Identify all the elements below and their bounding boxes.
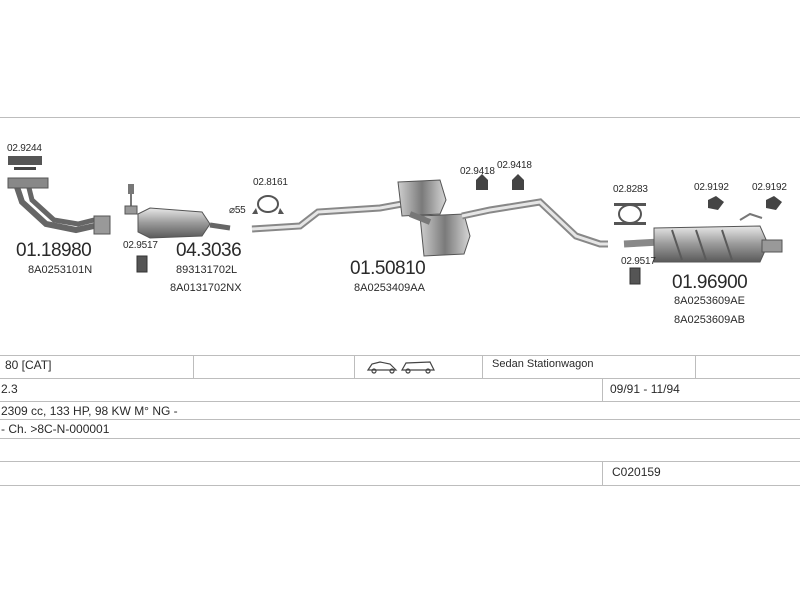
intermediate-pipe-icon bbox=[251, 200, 403, 233]
gasket-part-icon[interactable] bbox=[136, 255, 148, 273]
clamp-ring-right-part-icon[interactable] bbox=[614, 203, 646, 225]
rear-connecting-pipe-icon bbox=[461, 198, 608, 248]
part-number: 01.18980 bbox=[16, 240, 92, 261]
lambda-sensor-icon bbox=[124, 184, 138, 215]
divider bbox=[0, 401, 800, 402]
engine-cell: 2.3 bbox=[1, 382, 18, 396]
divider bbox=[602, 378, 603, 401]
stationwagon-icon bbox=[400, 361, 435, 374]
gasket-right-part-icon[interactable] bbox=[629, 267, 641, 285]
part-number: 01.96900 bbox=[672, 272, 748, 293]
part-number: 02.9517 bbox=[123, 240, 158, 251]
divider bbox=[0, 485, 800, 486]
oe-number: 8A0253409AA bbox=[354, 282, 425, 294]
divider bbox=[193, 355, 194, 378]
part-number: 02.9192 bbox=[694, 182, 729, 193]
part-number: 02.8161 bbox=[253, 177, 288, 188]
catalytic-converter-part-icon[interactable] bbox=[137, 207, 231, 239]
pipe-diameter: ⌀55 bbox=[229, 205, 246, 216]
part-number: 02.9192 bbox=[752, 182, 787, 193]
divider bbox=[354, 355, 355, 378]
divider bbox=[0, 461, 800, 462]
body-type-cell: Sedan Stationwagon bbox=[492, 358, 594, 370]
oe-number: 8A0253609AE bbox=[674, 295, 745, 307]
part-number: 02.9517 bbox=[621, 256, 656, 267]
model-cell: 80 [CAT] bbox=[5, 358, 52, 372]
specs-cell: 2309 cc, 133 HP, 98 KW M° NG - bbox=[1, 404, 178, 418]
part-number: 02.8283 bbox=[613, 184, 648, 195]
divider bbox=[0, 117, 800, 118]
oe-number: 8A0131702NX bbox=[170, 282, 242, 294]
divider bbox=[0, 378, 800, 379]
oe-number: 8A0253101N bbox=[28, 264, 93, 276]
oe-number: 893131702L bbox=[176, 264, 238, 276]
divider bbox=[602, 461, 603, 485]
divider bbox=[0, 438, 800, 439]
oe-number: 8A0253609AB bbox=[674, 314, 745, 326]
part-number: 04.3036 bbox=[176, 240, 242, 261]
middle-silencer-part-icon[interactable] bbox=[397, 179, 471, 257]
rear-silencer-part-icon[interactable] bbox=[623, 212, 783, 263]
divider bbox=[0, 355, 800, 356]
years-cell: 09/91 - 11/94 bbox=[610, 382, 680, 396]
sedan-icon bbox=[366, 361, 398, 374]
part-number: 02.9244 bbox=[7, 143, 42, 154]
clamp-part-icon[interactable] bbox=[8, 156, 42, 170]
divider bbox=[695, 355, 696, 378]
divider bbox=[482, 355, 483, 378]
chassis-cell: - Ch. >8C-N-000001 bbox=[1, 422, 110, 436]
code-cell: C020159 bbox=[612, 465, 661, 479]
clamp-ring-part-icon[interactable] bbox=[252, 195, 284, 214]
part-number: 02.9418 bbox=[460, 166, 495, 177]
front-pipe-part-icon[interactable] bbox=[7, 177, 111, 235]
divider bbox=[0, 419, 800, 420]
hanger-part-icon[interactable] bbox=[476, 174, 524, 190]
hanger-right-part-icon[interactable] bbox=[708, 196, 782, 210]
part-number: 02.9418 bbox=[497, 160, 532, 171]
part-number: 01.50810 bbox=[350, 258, 426, 279]
